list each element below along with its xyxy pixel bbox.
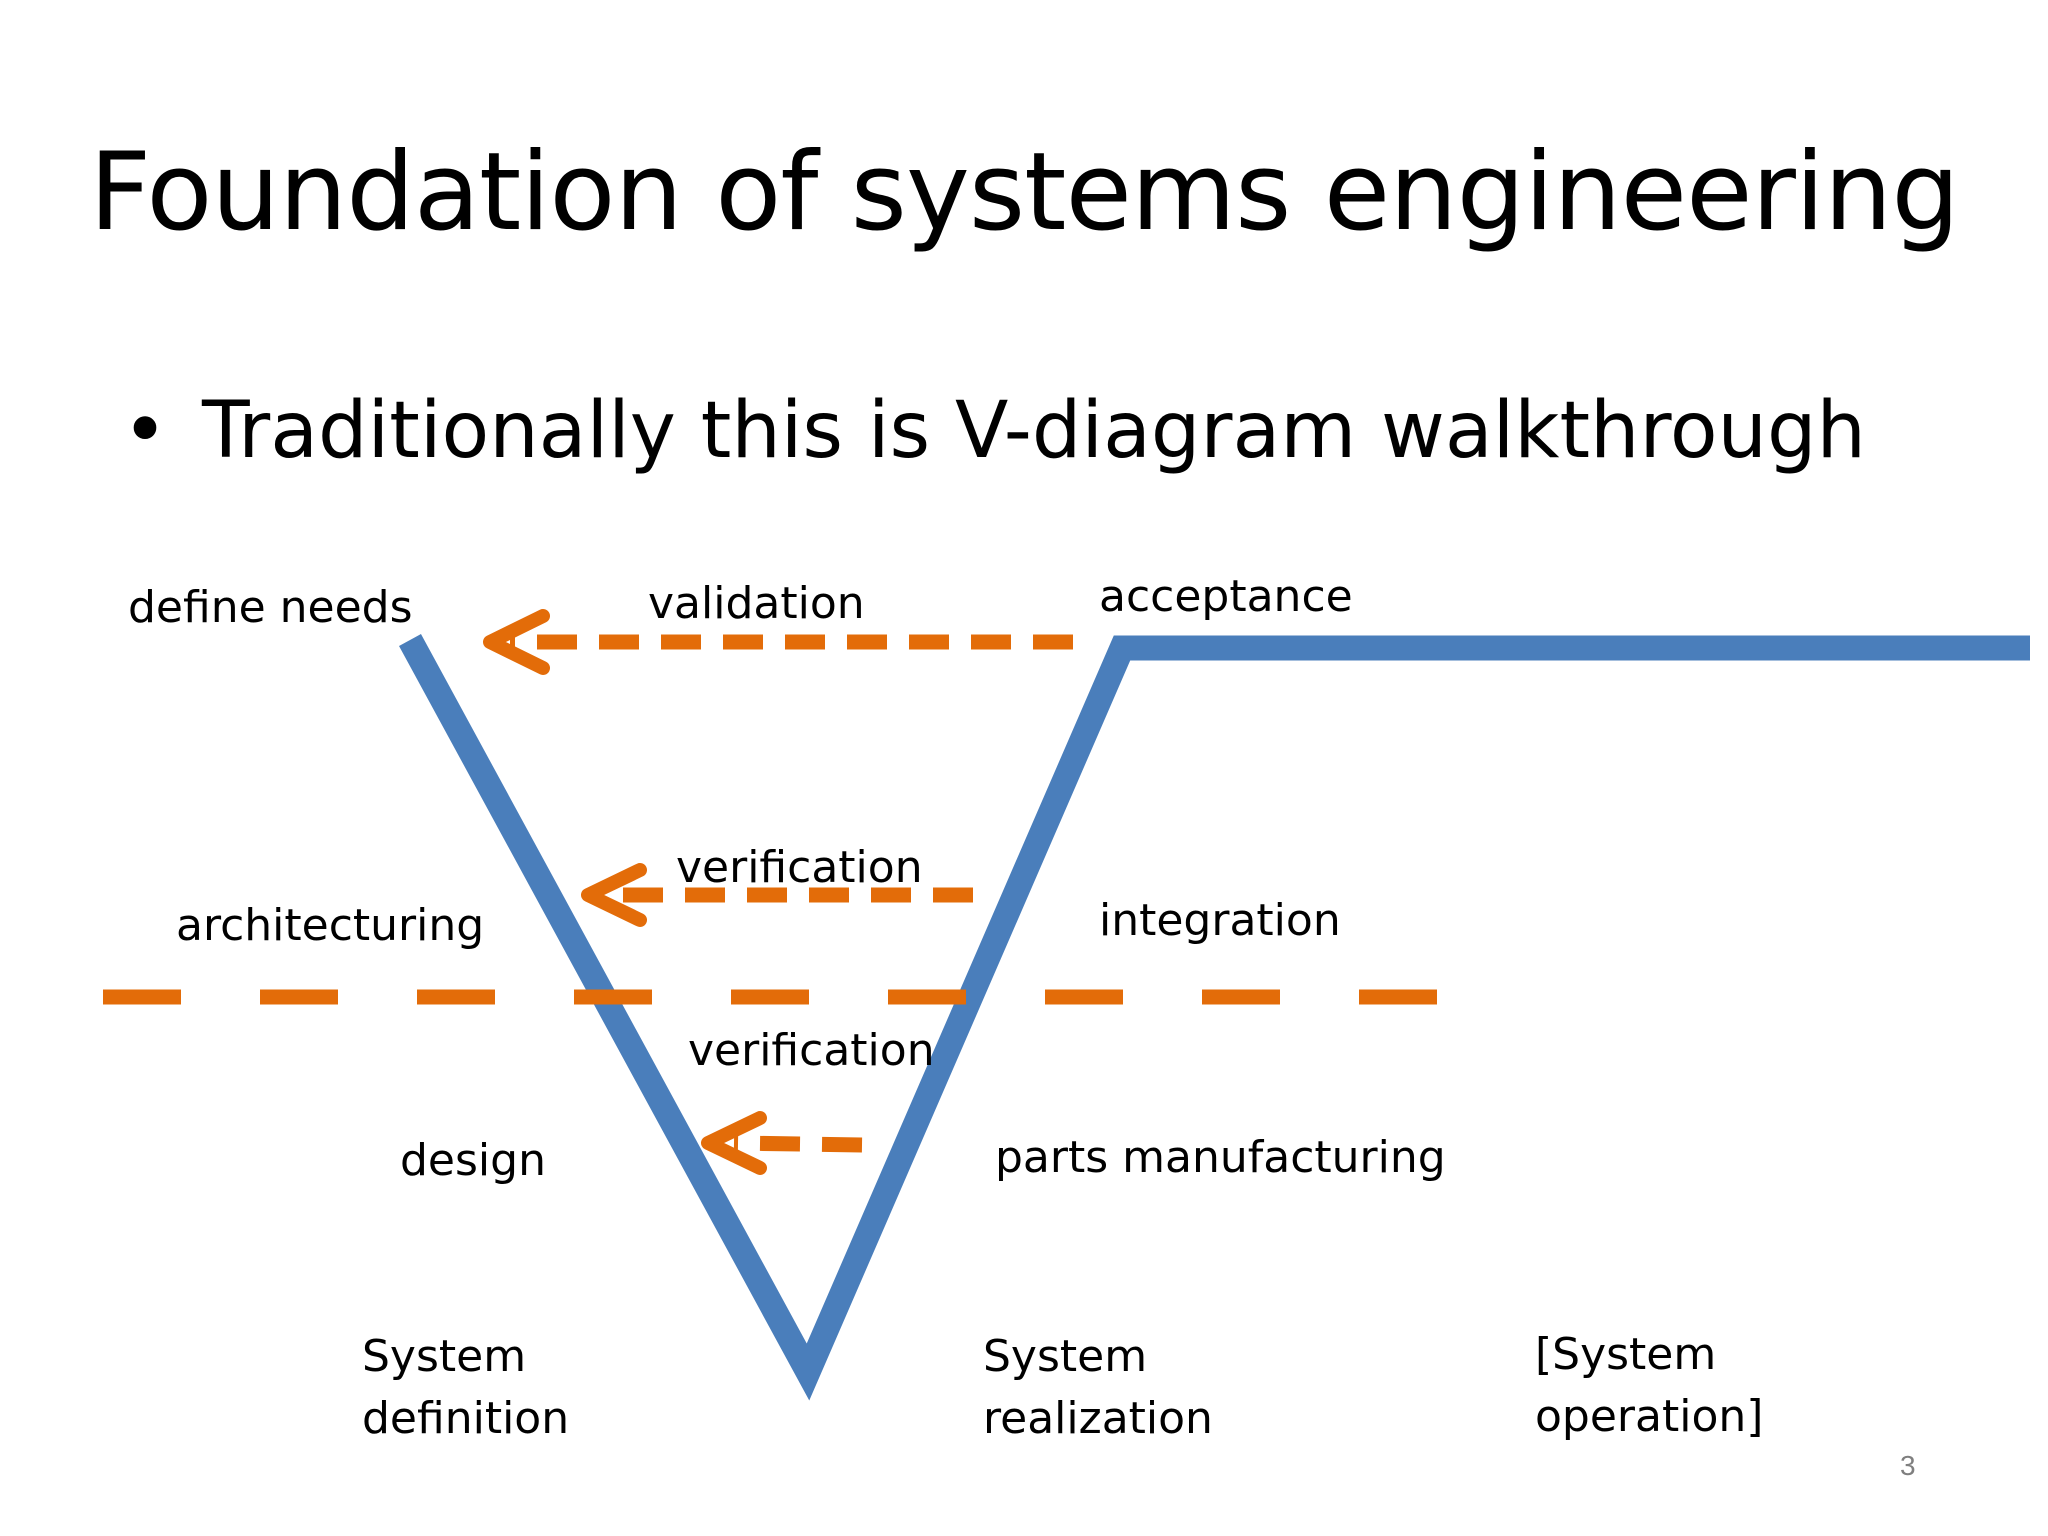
bullet-item: • Traditionally this is V-diagram walkthr… [122, 381, 1866, 481]
verification-lower-arrow [733, 1135, 863, 1153]
phase-system-operation-line1: [System [1535, 1329, 1717, 1380]
phase-system-operation-line2: operation] [1535, 1391, 1764, 1442]
bullet-icon: • [122, 386, 169, 476]
phase-system-realization: System realization [983, 1326, 1213, 1450]
verification-upper-arrowhead-icon [581, 863, 647, 927]
phase-system-operation: [System operation] [1535, 1324, 1763, 1448]
label-verification-upper: verification [676, 842, 923, 893]
page-number: 3 [1900, 1450, 1916, 1481]
label-design: design [400, 1135, 546, 1186]
verification-lower-arrowhead-icon [701, 1111, 767, 1175]
phase-system-realization-line1: System [983, 1331, 1148, 1382]
phase-system-definition-line1: System [362, 1331, 527, 1382]
phase-system-definition: System definition [362, 1326, 569, 1450]
v-line [399, 634, 2030, 1401]
validation-arrowhead-icon [483, 609, 550, 675]
slide-title: Foundation of systems engineering [89, 130, 1960, 255]
phase-system-realization-line2: realization [983, 1393, 1213, 1444]
label-acceptance: acceptance [1099, 571, 1353, 622]
label-validation: validation [648, 578, 865, 629]
label-architecturing: architecturing [176, 900, 485, 951]
label-parts-manufacturing: parts manufacturing [995, 1132, 1446, 1183]
phase-system-definition-line2: definition [362, 1393, 570, 1444]
label-define-needs: define needs [128, 582, 413, 633]
label-integration: integration [1099, 895, 1341, 946]
bullet-text: Traditionally this is V-diagram walkthro… [202, 386, 1866, 476]
label-verification-lower: verification [688, 1025, 935, 1076]
